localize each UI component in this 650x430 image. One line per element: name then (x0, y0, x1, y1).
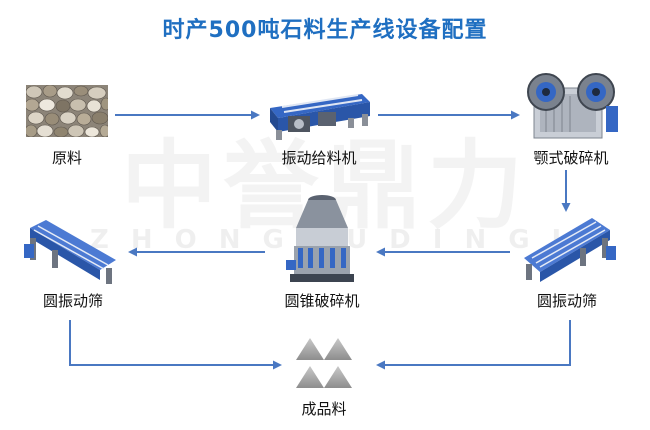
raw-material-node (26, 85, 108, 137)
page-title: 时产500吨石料生产线设备配置 (162, 18, 488, 43)
vibrating-screen-left-node (24, 218, 124, 288)
jaw-crusher-node (522, 62, 620, 142)
arrow-right-screen-to-product (376, 320, 571, 370)
vibrating-screen-right-label: 圆振动筛 (536, 292, 597, 310)
vibrating-feeder-node (262, 80, 377, 142)
stone-triangles-icon (296, 338, 352, 388)
finished-product-label: 成品料 (301, 400, 347, 418)
vibrating-feeder-icon (270, 94, 370, 140)
stone-pile-icon (26, 85, 108, 137)
vibrating-screen-right-node (518, 212, 618, 282)
raw-material-label: 原料 (51, 149, 82, 167)
cone-crusher-node (286, 190, 358, 282)
cone-crusher-icon (286, 195, 354, 282)
vibrating-screen-left-label: 圆振动筛 (42, 292, 103, 310)
jaw-crusher-label: 颚式破碎机 (533, 149, 609, 167)
vibrating-screen-left-icon (24, 220, 116, 284)
arrow-left-screen-to-product (69, 320, 282, 370)
vibrating-feeder-label: 振动给料机 (281, 149, 357, 167)
jaw-crusher-icon (527, 73, 618, 139)
cone-crusher-label: 圆锥破碎机 (284, 292, 360, 310)
finished-product-node (290, 334, 358, 394)
vibrating-screen-right-icon (524, 218, 616, 282)
